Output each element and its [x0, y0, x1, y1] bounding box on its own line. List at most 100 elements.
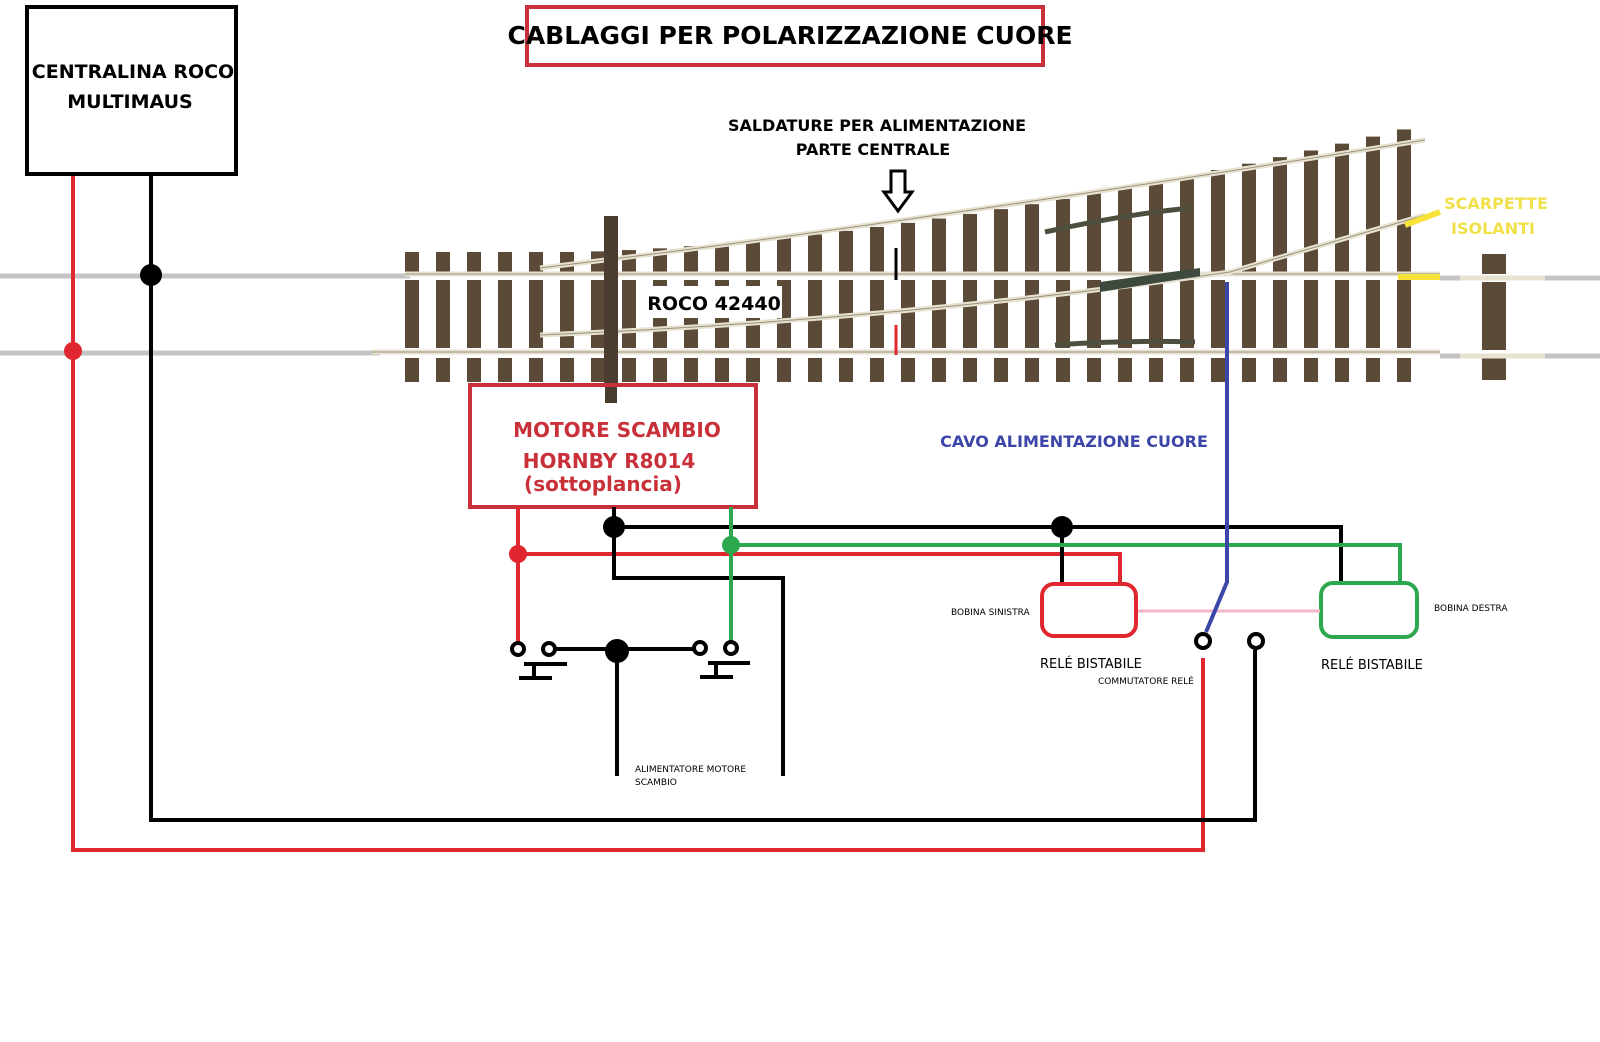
sleeper-top: [901, 222, 915, 272]
wire-black-common: [614, 525, 1343, 583]
sleeper-middle: [1242, 280, 1256, 348]
adjacent-sleeper-bottom: [1482, 358, 1506, 380]
sleeper-bottom: [746, 358, 760, 382]
button-left-contact-a: [510, 641, 526, 657]
turnout-label-bg: [646, 286, 782, 318]
sleeper-bottom: [1366, 358, 1380, 382]
sleeper-bottom: [1397, 358, 1411, 382]
motor-wires: [509, 507, 1402, 776]
adjacent-sleeper-mid: [1482, 282, 1506, 350]
wire-black-controller: [149, 176, 1257, 822]
sleeper-bottom: [808, 358, 822, 382]
sleeper-middle: [405, 280, 419, 348]
sleeper-top: [777, 237, 791, 272]
sleeper-bottom: [498, 358, 512, 382]
insulators: SCARPETTE ISOLANTI: [1398, 194, 1548, 280]
sleeper-middle: [994, 280, 1008, 348]
junction-black-rail: [140, 264, 162, 286]
sleeper-top: [1273, 157, 1287, 272]
sleeper-middle: [1087, 280, 1101, 348]
wire-blue-frog: [1204, 282, 1229, 633]
sleeper-top: [932, 218, 946, 272]
button-right-contact-a: [692, 640, 708, 656]
turnout-label-box: ROCO 42440: [646, 286, 782, 318]
sleeper-bottom: [684, 358, 698, 382]
push-button-right[interactable]: [692, 640, 750, 679]
sleeper-bottom: [622, 358, 636, 382]
button-right-contact-b: [723, 640, 739, 656]
motor-box: MOTORE SCAMBIO HORNBY R8014 (sottoplanci…: [468, 383, 758, 509]
sleeper-bottom: [1025, 358, 1039, 382]
sleeper-top: [746, 240, 760, 272]
sleeper-bottom: [901, 358, 915, 382]
sleeper-middle: [1056, 280, 1070, 348]
button-left-contact-b: [541, 641, 557, 657]
sleeper-top: [467, 252, 481, 272]
sleeper-bottom: [1273, 358, 1287, 382]
turnout-frog: [1100, 268, 1200, 292]
relay-right-coil-label: BOBINA DESTRA: [1434, 604, 1508, 614]
sleeper-bottom: [1118, 358, 1132, 382]
sleeper-top: [1335, 143, 1349, 272]
sleeper-top: [1211, 170, 1225, 272]
relay-left-coil-label: BOBINA SINISTRA: [951, 608, 1031, 618]
sleeper-bottom: [777, 358, 791, 382]
sleeper-top: [994, 209, 1008, 272]
sleeper-middle: [1149, 280, 1163, 348]
sleeper-bottom: [653, 358, 667, 382]
sleeper-top: [684, 246, 698, 272]
sleeper-top: [1025, 204, 1039, 272]
sleeper-middle: [1025, 280, 1039, 348]
sleeper-top: [1087, 193, 1101, 272]
sleeper-top: [622, 250, 636, 272]
check-rail-top: [1044, 205, 1191, 235]
sleeper-middle: [498, 280, 512, 348]
arrow-down-icon: [881, 169, 915, 214]
sleeper-top: [963, 213, 977, 272]
sleeper-top: [1056, 198, 1070, 272]
relay-right-coil: [1319, 581, 1419, 639]
sleeper-middle: [1397, 280, 1411, 348]
sleeper-bottom: [560, 358, 574, 382]
sleeper-bottom: [963, 358, 977, 382]
sleeper-middle: [808, 280, 822, 348]
controller-box: CENTRALINA ROCO MULTIMAUS: [25, 5, 238, 176]
sleeper-top: [1149, 182, 1163, 272]
controller-border: [25, 5, 238, 176]
diverging-rail-outer-edge: [539, 139, 1426, 269]
junction-black-motor: [603, 516, 625, 538]
sleeper-middle: [1366, 280, 1380, 348]
sleeper-top: [436, 252, 450, 272]
motor-throw-pin: [605, 387, 617, 403]
sleeper-middle: [622, 280, 636, 348]
push-button-left[interactable]: [510, 641, 567, 680]
insulator-diverging: [1403, 209, 1442, 228]
relay-left-name: RELÉ BISTABILE: [1040, 656, 1142, 672]
sleeper-bottom: [405, 358, 419, 382]
sleeper-top: [529, 252, 543, 272]
sleeper-top: [1180, 176, 1194, 272]
sleeper-middle: [591, 280, 605, 348]
button-common-wire: [555, 639, 694, 776]
junction-red-rail: [64, 342, 82, 360]
sleeper-bottom: [591, 358, 605, 382]
junction-buttons: [605, 639, 629, 663]
sleeper-bottom: [1056, 358, 1070, 382]
motor-label-line2: HORNBY R8014: [523, 449, 696, 473]
sleeper-middle: [963, 280, 977, 348]
throw-bar: [604, 216, 618, 396]
junction-green-motor: [722, 536, 740, 554]
sleeper-middle: [1211, 280, 1225, 348]
frog-cable-label: CAVO ALIMENTAZIONE CUORE: [940, 432, 1208, 451]
sleeper-top: [870, 226, 884, 272]
wire-black-supply: [612, 507, 785, 776]
insulator-label-line1: SCARPETTE: [1444, 194, 1548, 213]
insulator-label-line2: ISOLANTI: [1451, 219, 1535, 238]
sleeper-middle: [1118, 280, 1132, 348]
sleeper-middle: [932, 280, 946, 348]
relay-switch[interactable]: COMMUTATORE RELÉ: [1098, 282, 1265, 687]
solder-note-line2: PARTE CENTRALE: [796, 140, 950, 159]
motor-supply-label-line2: SCAMBIO: [635, 778, 677, 788]
sleeper-top: [1118, 187, 1132, 272]
